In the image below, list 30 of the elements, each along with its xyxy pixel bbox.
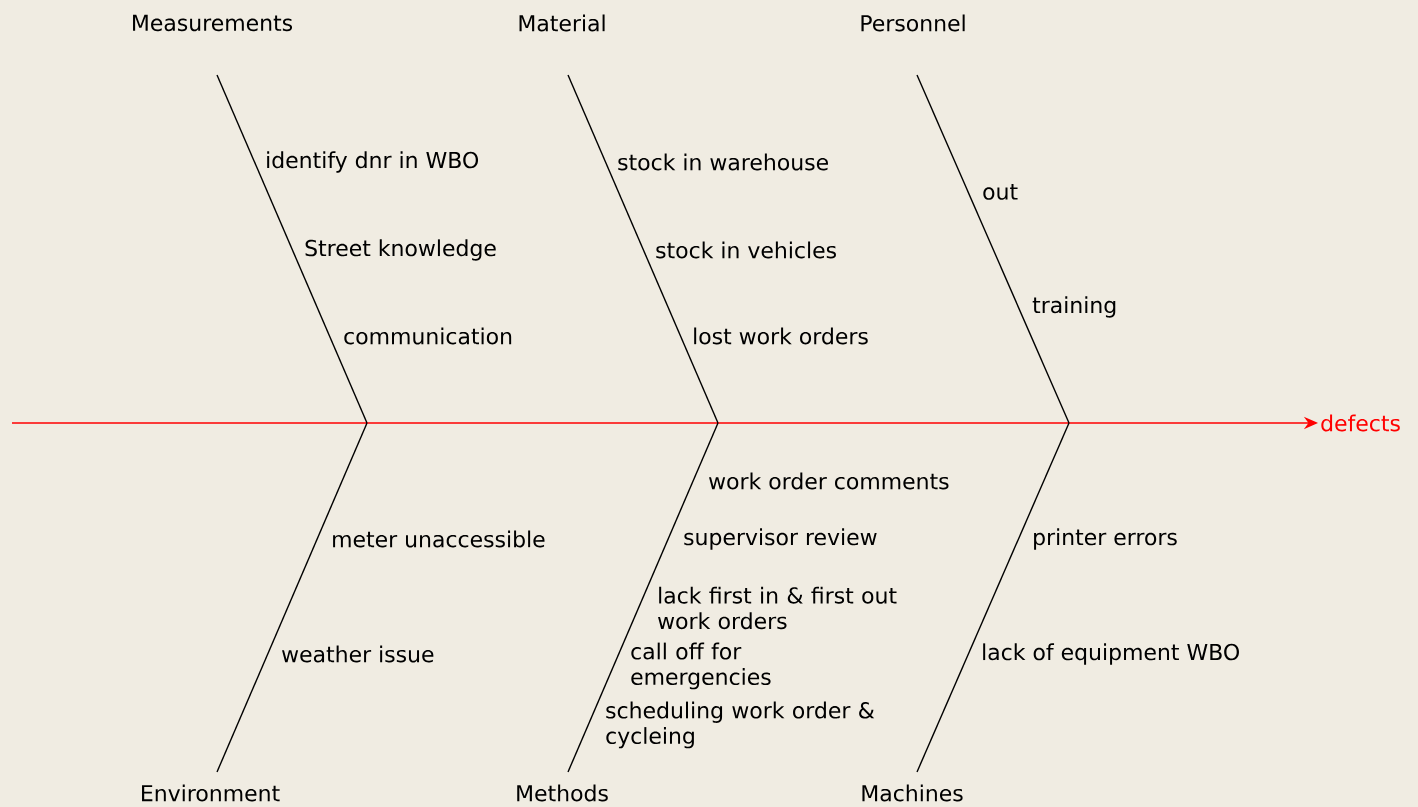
bone-line (567, 422, 719, 773)
cause-label: lack of equipment WBO (983, 643, 1239, 665)
bone-line (216, 422, 368, 773)
category-label: Material (519, 14, 605, 32)
bone-line (916, 74, 1070, 424)
category-label: Measurements (133, 14, 293, 32)
cause-label: supervisor review (684, 528, 877, 550)
cause-label: training (1032, 296, 1116, 318)
cause-label: Street knowledge (305, 239, 496, 261)
cause-label: meter unaccessible (333, 530, 545, 548)
bone-line (916, 422, 1070, 773)
bone-line (567, 74, 719, 424)
category-label: Methods (517, 784, 608, 802)
cause-label: stock in warehouse (618, 153, 828, 171)
cause-label: scheduling work order & cycleing (606, 701, 875, 749)
cause-label: communication (344, 327, 512, 345)
cause-label: stock in vehicles (656, 241, 836, 259)
cause-label: lack first in & first out work orders (658, 586, 897, 630)
category-label: Environment (142, 784, 280, 802)
category-label: Machines (862, 784, 963, 802)
cause-label: work order comments (709, 472, 949, 490)
cause-label: identify dnr in WBO (267, 151, 479, 173)
cause-label: weather issue (282, 645, 434, 663)
category-label: Personnel (861, 14, 965, 32)
bone-line (216, 74, 368, 424)
cause-label: printer errors (1034, 528, 1177, 550)
cause-label: lost work orders (694, 327, 868, 345)
cause-label: call off for emergencies (631, 642, 771, 690)
cause-label: out (983, 184, 1018, 200)
effect-label: defects (1321, 414, 1400, 432)
